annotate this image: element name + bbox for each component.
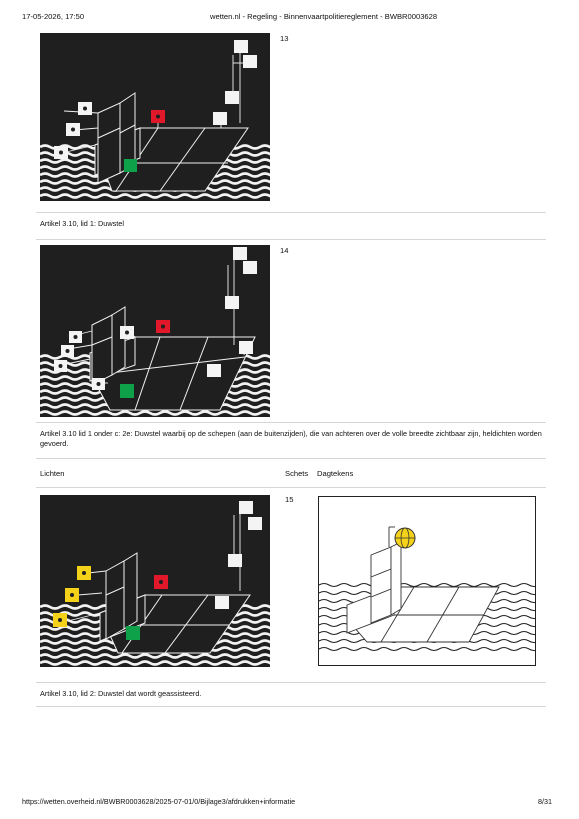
- figure-caption: Artikel 3.10 lid 1 onder c: 2e: Duwstel …: [40, 429, 542, 448]
- figure-15-daymarks-image: [318, 496, 536, 666]
- figure-number: 14: [280, 246, 289, 255]
- figure-14-image: [40, 245, 270, 417]
- column-header-lights: Lichten: [40, 469, 65, 478]
- page-url: https://wetten.overheid.nl/BWBR0003628/2…: [22, 797, 296, 806]
- page-title: wetten.nl - Regeling - Binnenvaartpoliti…: [210, 12, 438, 21]
- figure-number: 15: [285, 495, 294, 504]
- page-number: 8/31: [538, 797, 552, 806]
- print-datetime: 17-05-2026, 17:50: [22, 12, 85, 21]
- figure-15-lights-image: [40, 495, 270, 667]
- figure-caption: Artikel 3.10, lid 2: Duwstel dat wordt g…: [40, 689, 202, 698]
- column-header-sketch: Schets: [285, 469, 309, 478]
- figure-caption: Artikel 3.10, lid 1: Duwstel: [40, 219, 124, 228]
- white-light-group: [54, 40, 257, 159]
- figure-number: 13: [280, 34, 289, 43]
- column-header-day-marks: Dagtekens: [317, 469, 354, 478]
- yellow-ball-icon: [394, 527, 416, 549]
- figure-13-image: [40, 33, 270, 201]
